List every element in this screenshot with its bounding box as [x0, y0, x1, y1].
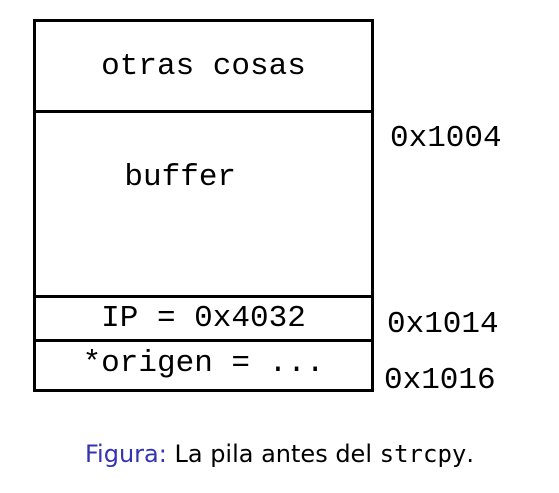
stack-cell-label: IP = 0x4032 — [101, 301, 306, 336]
memory-stack-diagram: otras cosas buffer IP = 0x4032 *origen =… — [33, 19, 374, 392]
caption-label: Figura: — [85, 440, 167, 468]
caption-code: strcpy — [379, 440, 467, 468]
stack-cell-otras-cosas: otras cosas — [36, 22, 371, 113]
stack-cell-label: buffer — [124, 160, 237, 195]
stack-cell-label: *origen = ... — [82, 346, 325, 381]
figure-caption: Figura: La pila antes del strcpy. — [0, 440, 559, 468]
caption-text: La pila antes del — [174, 440, 372, 468]
stack-cell-ip: IP = 0x4032 — [36, 298, 371, 342]
stack-cell-buffer: buffer — [36, 113, 371, 298]
stack-cell-label: otras cosas — [101, 48, 306, 84]
address-label-0x1014: 0x1014 — [387, 307, 499, 342]
address-label-0x1004: 0x1004 — [390, 121, 502, 156]
stack-cell-origen: *origen = ... — [36, 342, 371, 389]
address-label-0x1016: 0x1016 — [384, 363, 496, 398]
caption-end: . — [466, 440, 474, 468]
